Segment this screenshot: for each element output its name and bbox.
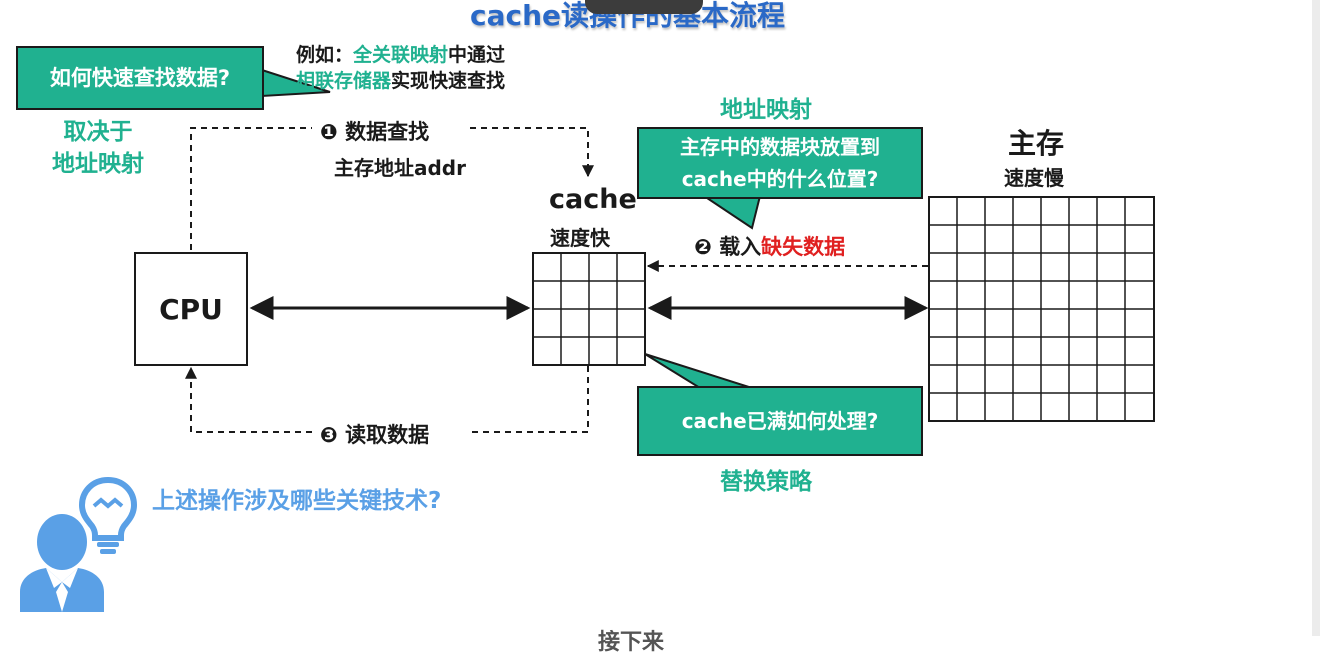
person-thinking-graphic bbox=[20, 476, 138, 612]
video-overlay-pill bbox=[585, 0, 703, 14]
step2-prefix: ❷ 载入 bbox=[694, 235, 762, 259]
lightbulb-icon bbox=[78, 476, 138, 554]
cpu-box: CPU bbox=[134, 252, 248, 366]
placement-line2: cache中的什么位置? bbox=[681, 167, 879, 191]
key-tech-question: 上述操作涉及哪些关键技术? bbox=[152, 488, 442, 514]
person-icon bbox=[20, 514, 104, 612]
cache-grid bbox=[532, 252, 646, 366]
fast-find-text: 如何快速查找数据? bbox=[49, 66, 231, 90]
replacement-label: 替换策略 bbox=[720, 469, 812, 495]
depends-note: 取决于 地址映射 bbox=[42, 116, 154, 180]
placement-tail bbox=[700, 195, 762, 230]
read-path-left bbox=[185, 366, 312, 433]
lookup-path-right bbox=[470, 127, 594, 178]
example-assoc: 全关联映射 bbox=[353, 44, 449, 66]
depends-line2: 地址映射 bbox=[52, 151, 144, 177]
lookup-path bbox=[190, 127, 312, 250]
step1-label: ❶ 数据查找 bbox=[320, 120, 430, 144]
scrollbar-strip bbox=[1312, 0, 1320, 636]
example-suffix: 实现快速查找 bbox=[391, 70, 506, 92]
fast-find-callout: 如何快速查找数据? bbox=[16, 46, 264, 110]
read-path-right bbox=[470, 366, 589, 433]
cache-full-text: cache已满如何处理? bbox=[681, 409, 879, 433]
memory-grid-svg bbox=[928, 196, 1155, 422]
cache-label: cache bbox=[549, 184, 637, 215]
cache-speed-label: 速度快 bbox=[550, 226, 610, 250]
full-tail bbox=[644, 353, 753, 389]
memory-speed-label: 速度慢 bbox=[1004, 166, 1064, 190]
cpu-label: CPU bbox=[159, 292, 223, 326]
example-cam: 相联存储器 bbox=[296, 70, 392, 92]
cache-grid-svg bbox=[532, 252, 646, 366]
step2-missing-data: 缺失数据 bbox=[761, 235, 846, 259]
example-mid: 中通过 bbox=[448, 44, 506, 66]
memory-label: 主存 bbox=[1008, 127, 1065, 160]
cache-full-callout: cache已满如何处理? bbox=[637, 386, 923, 456]
step1-sublabel: 主存地址addr bbox=[334, 156, 466, 180]
placement-callout: 主存中的数据块放置到 cache中的什么位置? bbox=[637, 127, 923, 199]
footer-caption: 接下来 bbox=[598, 630, 665, 655]
placement-line1: 主存中的数据块放置到 bbox=[680, 135, 880, 159]
address-mapping-label: 地址映射 bbox=[720, 97, 812, 123]
step3-label: ❸ 读取数据 bbox=[320, 423, 430, 447]
memory-grid bbox=[928, 196, 1155, 422]
example-prefix: 例如： bbox=[296, 44, 354, 66]
depends-line1: 取决于 bbox=[63, 119, 133, 145]
step2-label: ❷ 载入缺失数据 bbox=[694, 231, 845, 261]
example-note: 例如：全关联映射中通过 相联存储器实现快速查找 bbox=[296, 42, 505, 94]
